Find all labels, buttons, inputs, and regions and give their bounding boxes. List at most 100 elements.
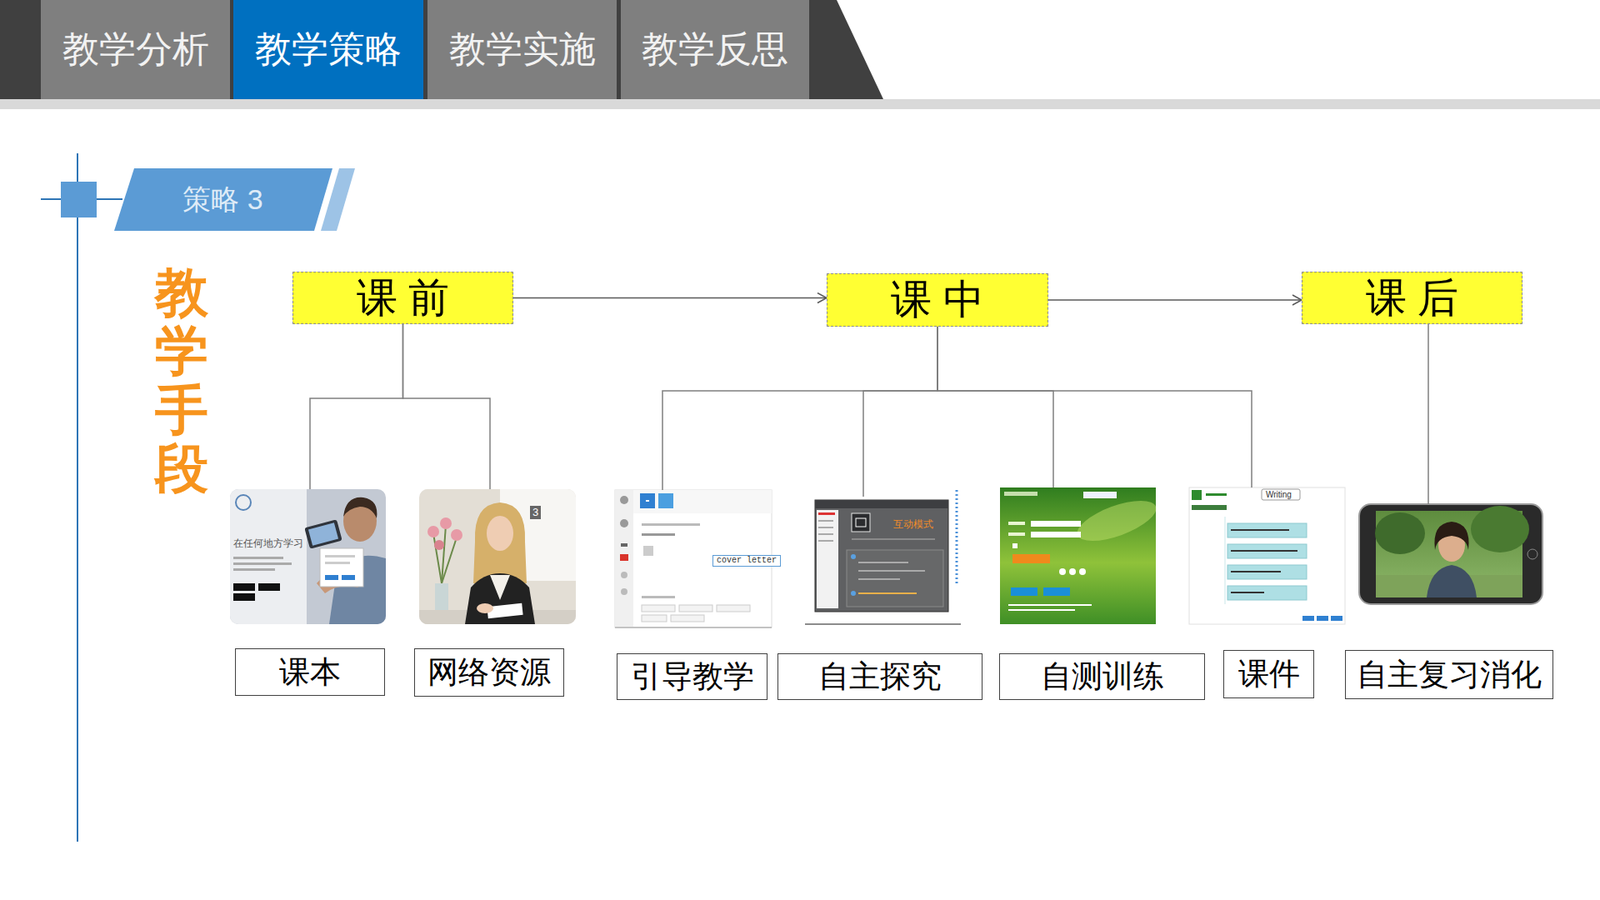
- dialog-screenshot: [851, 538, 935, 540]
- dialog-screenshot: [818, 520, 834, 522]
- phone-video: [1470, 505, 1530, 553]
- editor-screenshot: [615, 490, 634, 628]
- login-screenshot: [1043, 587, 1070, 596]
- label-box: 自测训练: [999, 653, 1205, 700]
- dialog-screenshot: [858, 570, 925, 572]
- node-label: 课 前: [356, 270, 450, 326]
- nav-tab-active: 教学策略: [233, 0, 424, 100]
- dialog-screenshot: [816, 510, 839, 609]
- editor-screenshot: [641, 615, 667, 622]
- nav-tab: 教学反思: [620, 0, 810, 100]
- label-box: 自主复习消化: [1345, 650, 1554, 700]
- video-photo: [490, 575, 510, 600]
- courseware-screenshot: [1330, 615, 1343, 621]
- editor-screenshot: [641, 523, 700, 526]
- dialog-screenshot: [851, 513, 870, 532]
- tool-item: 自测训练: [999, 487, 1205, 700]
- courseware-screenshot: [1227, 585, 1307, 600]
- editor-screenshot: [620, 554, 629, 561]
- tool-item: 引导教学: [615, 490, 772, 700]
- video-photo: [427, 525, 440, 538]
- login-screenshot: [1072, 492, 1161, 550]
- phone-video: [1359, 504, 1543, 605]
- courseware-screenshot: [1261, 489, 1300, 500]
- phase-box: 课 后: [1301, 271, 1523, 325]
- dialog-screenshot: [815, 500, 949, 612]
- editor-screenshot: [633, 490, 772, 514]
- login-screenshot: [1083, 491, 1117, 499]
- header-bar: [0, 99, 1600, 110]
- courseware-screenshot: [1227, 544, 1307, 559]
- courseware-screenshot: [1316, 615, 1329, 621]
- app-photo: [233, 583, 255, 591]
- dialog-screenshot: [850, 554, 856, 560]
- app-photo: [233, 556, 284, 560]
- dialog-screenshot: [818, 526, 834, 529]
- phone-video: [1434, 521, 1469, 550]
- phone-video: [1375, 512, 1425, 555]
- video-photo: [465, 573, 535, 625]
- app-photo: [341, 575, 355, 580]
- login-screenshot: [1008, 532, 1025, 536]
- band-fill: [114, 168, 333, 231]
- tree-connector: [1427, 324, 1430, 505]
- label-box: 课件: [1223, 650, 1315, 699]
- login-screenshot: [1079, 568, 1086, 575]
- dialog-screenshot: [818, 533, 834, 535]
- login-screenshot: [1069, 568, 1076, 575]
- phase-box: 课 前: [292, 271, 514, 325]
- band-stripe: [320, 168, 355, 231]
- app-photo: [230, 489, 307, 625]
- node-label: 课件: [1238, 653, 1300, 695]
- app-photo: [308, 522, 339, 546]
- video-photo: [419, 489, 576, 625]
- courseware-screenshot: [1189, 487, 1345, 625]
- side-rule: [76, 153, 79, 842]
- tree-connector: [403, 324, 491, 490]
- video-photo: [419, 489, 576, 625]
- video-photo: [450, 529, 463, 541]
- dialog-screenshot: [818, 512, 835, 515]
- editor-screenshot: [658, 493, 674, 509]
- screen-text: cover letter: [712, 555, 781, 567]
- node-label: 引导教学: [630, 655, 755, 698]
- video-photo: [486, 515, 514, 551]
- tool-item: 自主复习消化: [1345, 504, 1554, 700]
- video-photo: [473, 502, 527, 584]
- courseware-screenshot: [1230, 570, 1281, 573]
- login-screenshot: [1008, 521, 1025, 525]
- app-photo: [235, 495, 251, 510]
- courseware-screenshot: [1230, 529, 1290, 531]
- side-rule: [40, 153, 123, 842]
- app-photo: [230, 489, 386, 625]
- courseware-screenshot: [1227, 523, 1307, 538]
- editor-screenshot: [679, 605, 713, 612]
- editor-screenshot: [670, 615, 705, 622]
- tool-item: 课件: [1189, 487, 1345, 699]
- video-photo: [434, 540, 445, 550]
- courseware-screenshot: [1302, 615, 1315, 621]
- login-screenshot: [1030, 520, 1081, 527]
- dialog-screenshot: [858, 592, 917, 595]
- phone-video: [1527, 549, 1538, 560]
- label-box: 课本: [235, 648, 385, 696]
- header-bar: [0, 0, 1600, 110]
- phase-box: 课 中: [826, 273, 1049, 327]
- editor-screenshot: [640, 493, 655, 509]
- node-label: 自主探究: [818, 655, 942, 698]
- label-box: 自主探究: [777, 653, 983, 700]
- nav-tab: 教学实施: [427, 0, 617, 100]
- dialog-screenshot: [850, 590, 856, 596]
- side-heading: 教学手段: [155, 263, 209, 499]
- editor-screenshot: [716, 605, 750, 612]
- tool-item: 课本: [230, 489, 386, 696]
- flow-arrow: [513, 297, 827, 300]
- callout-number: 3: [530, 505, 541, 520]
- node-label: 课本: [279, 651, 341, 694]
- courseware-screenshot: [1205, 493, 1227, 496]
- editor-screenshot: [620, 543, 628, 547]
- app-photo: [343, 497, 377, 519]
- editor-screenshot: [643, 545, 654, 556]
- app-photo: [233, 568, 275, 571]
